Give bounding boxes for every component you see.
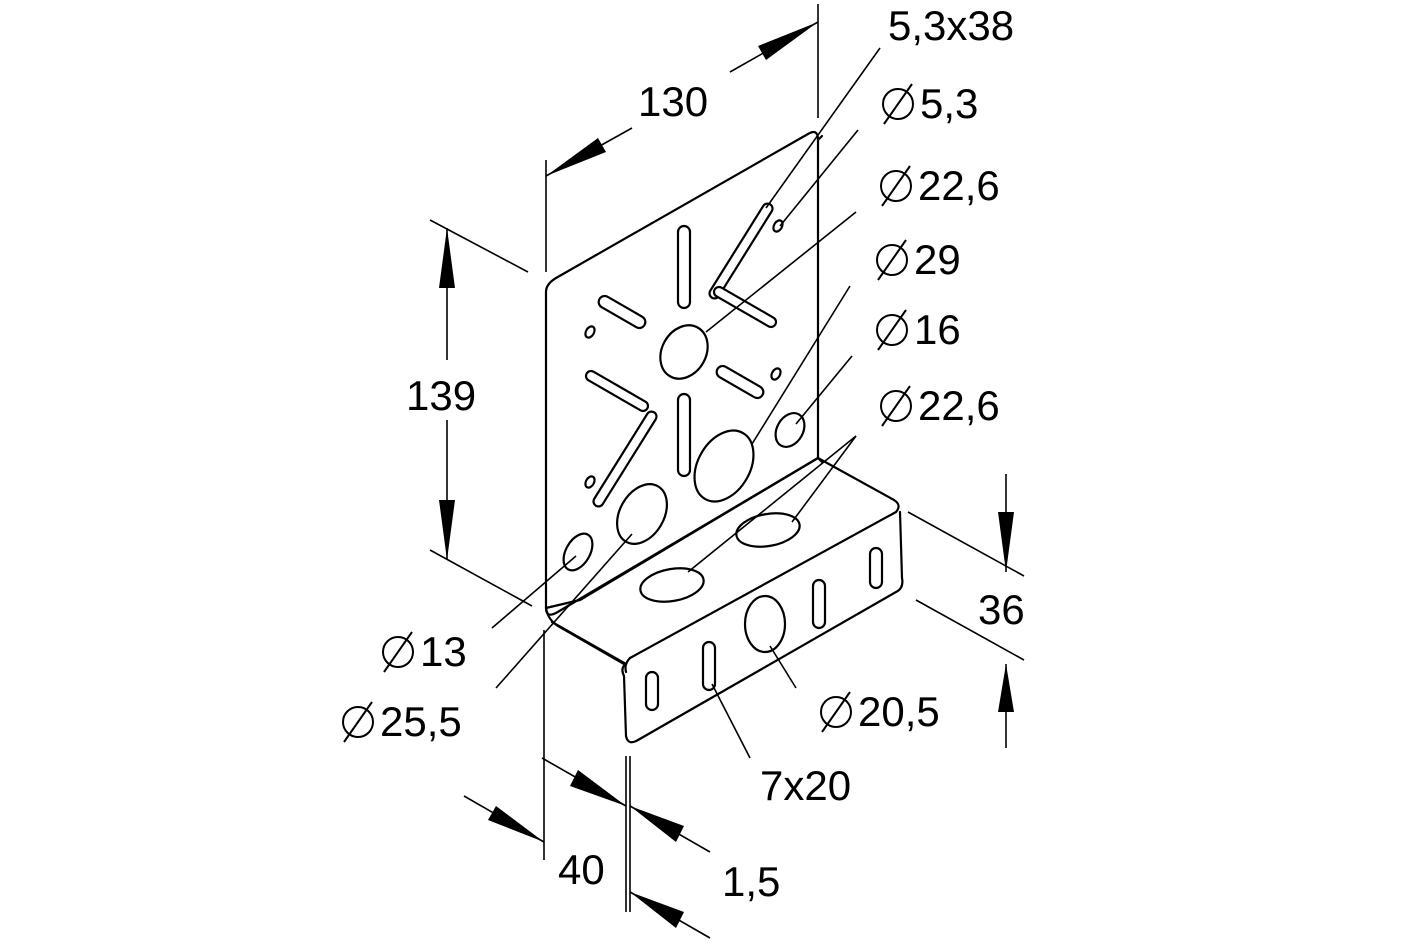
- flange-slot-1: [644, 670, 660, 712]
- diameter-icon: [382, 631, 414, 673]
- dim-flange-label: 36: [978, 586, 1025, 633]
- callouts: 5,3x38 5,3 22,6 29 16 22,6 13 25,5: [342, 2, 1014, 809]
- slot-top: [676, 224, 692, 310]
- diameter-icon: [882, 83, 914, 125]
- hole-29: [693, 429, 755, 503]
- diameter-icon: [880, 385, 912, 427]
- small-hole-3: [770, 367, 782, 381]
- small-hole-2: [584, 325, 596, 339]
- flange-hole-20: [743, 594, 787, 654]
- callout-hole-small: 5,3: [920, 80, 978, 127]
- callout-slot-front: 7x20: [760, 762, 851, 809]
- diameter-icon: [820, 691, 852, 733]
- slot-diag-top-right: [708, 202, 774, 300]
- dim-thickness-label: 1,5: [722, 858, 780, 905]
- callout-hole-16: 16: [914, 306, 961, 353]
- callout-hole-13: 13: [420, 628, 467, 675]
- diameter-icon: [342, 701, 374, 743]
- slot-lower-right: [715, 364, 765, 400]
- slot-upper-left: [597, 294, 647, 330]
- slot-left: [584, 369, 650, 413]
- center-hole: [659, 324, 709, 380]
- dim-height-label: 139: [406, 372, 476, 419]
- bracket-outline: [544, 130, 904, 744]
- hole-13: [562, 532, 594, 572]
- slot-bottom: [676, 392, 692, 478]
- base-hole-1: [735, 512, 801, 548]
- dim-depth-label: 40: [558, 846, 605, 893]
- slot-right: [712, 285, 778, 329]
- callout-slot-long: 5,3x38: [888, 2, 1014, 49]
- dimension-height: 139: [406, 219, 533, 607]
- callout-hole-29: 29: [914, 236, 961, 283]
- flange-slot-2: [701, 640, 717, 692]
- base-hole-2: [639, 567, 705, 603]
- diameter-icon: [876, 239, 908, 281]
- callout-hole-center: 22,6: [918, 162, 1000, 209]
- diameter-icon: [880, 165, 912, 207]
- callout-hole-front: 20,5: [858, 688, 940, 735]
- base-holes: [639, 512, 801, 603]
- leader-lines: [491, 47, 881, 759]
- hole-25: [616, 483, 668, 545]
- small-hole-1: [772, 219, 784, 233]
- flange-slot-3: [811, 578, 827, 630]
- dimension-width: 130: [545, 4, 819, 272]
- callout-hole-25: 25,5: [380, 698, 462, 745]
- dim-width-label: 130: [638, 78, 708, 125]
- dimension-flange: 36: [907, 474, 1025, 748]
- small-hole-4: [584, 475, 596, 489]
- callout-hole-base: 22,6: [918, 382, 1000, 429]
- flange-slot-4: [868, 546, 884, 590]
- flange-holes: [644, 546, 884, 712]
- dimension-depth: 40 1,5: [463, 630, 780, 939]
- slot-diag-bottom-left: [592, 410, 658, 508]
- diameter-icon: [876, 309, 908, 351]
